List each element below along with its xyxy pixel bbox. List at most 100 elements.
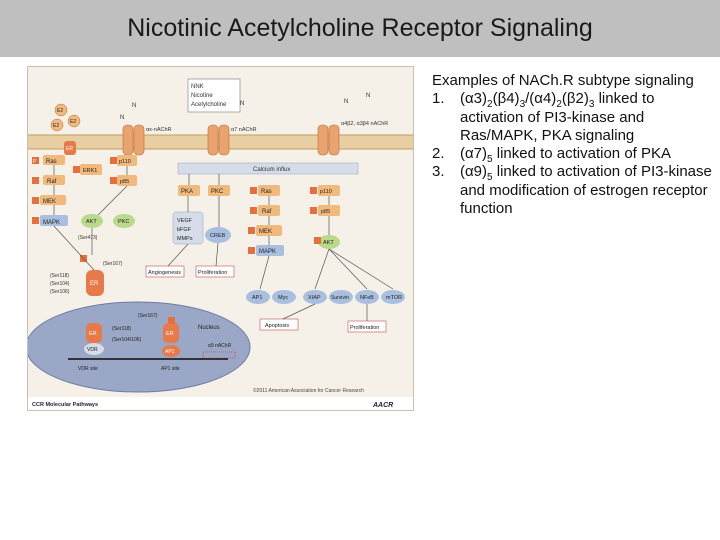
ligand-box (187, 78, 241, 113)
svg-text:AP1: AP1 (165, 349, 175, 355)
node-akt-mid (81, 214, 103, 228)
svg-text:p85: p85 (321, 209, 330, 215)
er-cytoplasm (86, 270, 104, 296)
ligand-nnk: NNK (191, 84, 204, 90)
svg-text:Survivin: Survivin (331, 295, 349, 301)
svg-text:p110: p110 (119, 159, 131, 165)
receptor-a7: α7 nAChR (207, 124, 257, 156)
svg-text:PKC: PKC (211, 189, 224, 195)
ligand-acetylcholine: Acetylcholine (191, 102, 227, 108)
svg-text:MEK: MEK (259, 229, 272, 235)
target-myc (272, 290, 296, 304)
receptor-a4b2: α4β2, α3β4 nAChR (317, 121, 388, 156)
svg-text:ER: ER (89, 331, 97, 337)
ligand-nicotine: Nicotine (191, 93, 213, 99)
receptor-a4b2-label: α4β2, α3β4 nAChR (341, 121, 388, 127)
target-nfkb (355, 290, 379, 304)
svg-text:PKC: PKC (118, 219, 129, 225)
ligand-n-4: N (344, 99, 348, 105)
node-p85-right (318, 205, 340, 216)
subscript: 3 (519, 99, 526, 111)
node-pkc-mid (113, 214, 135, 228)
list-item: 1.(α3)2(β4)3/(α4)2(β2)3 linked to activa… (432, 90, 655, 144)
svg-text:p85: p85 (120, 179, 129, 185)
list-item: 2.(α7)5 linked to activation of PKA (432, 145, 672, 166)
subscript: 3 (588, 99, 595, 111)
svg-text:AP1: AP1 (252, 295, 262, 301)
phospho-markers (32, 157, 321, 324)
svg-text:PKA: PKA (181, 189, 193, 195)
svg-text:bFGF: bFGF (177, 227, 192, 233)
svg-text:(Ser106): (Ser106) (50, 289, 70, 295)
node-mek-right (256, 225, 282, 236)
svg-text:VDR site: VDR site (78, 366, 98, 372)
node-raf-left (43, 175, 65, 185)
figure-copyright: ©2011 American Association for Cancer Re… (253, 387, 364, 394)
target-mtor (381, 290, 405, 304)
svg-text:MEK: MEK (43, 199, 56, 205)
svg-text:p110: p110 (320, 189, 332, 195)
svg-text:P: P (33, 159, 37, 165)
node-akt-right (318, 235, 340, 249)
receptor-ax-label: αx-nAChR (146, 127, 172, 133)
er-membrane (64, 141, 76, 155)
svg-text:Raf: Raf (262, 209, 272, 215)
targets-row: AP1 Myc XIAP Survivin NFκB mTOR (246, 290, 405, 304)
node-pkc (208, 185, 230, 196)
footer-right-logo: AACR (372, 402, 393, 409)
svg-text:Proliferation: Proliferation (198, 270, 227, 276)
svg-text:XIAP: XIAP (308, 295, 321, 301)
svg-text:(Ser473): (Ser473) (78, 235, 98, 241)
proliferation-box (195, 265, 235, 278)
svg-text:NFκB: NFκB (360, 295, 374, 301)
e2-node-2 (67, 114, 81, 128)
figure-footer (28, 397, 413, 410)
svg-text:(Ser118): (Ser118) (112, 326, 131, 332)
ap1-node (162, 345, 180, 357)
pathway-figure: NNK Nicotine Acetylcholine αx-nAChR α7 n… (27, 66, 414, 411)
angiogenesis-box (145, 265, 185, 278)
node-p85-mid (117, 175, 137, 186)
svg-text:MMPs: MMPs (177, 236, 193, 242)
a9-gene-mark (202, 351, 236, 359)
svg-text:ER: ER (90, 281, 99, 287)
subscript: 2 (556, 99, 562, 111)
middle-pathway: p110 p85 AKT PKC PKA PKC (81, 155, 230, 228)
svg-text:mTOR: mTOR (386, 295, 402, 301)
receptor-a7-label: α7 nAChR (231, 127, 257, 133)
svg-text:(Ser104): (Ser104) (50, 281, 70, 287)
subtype-list: 1.(α3)2(β4)3/(α4)2(β2)3 linked to activa… (432, 90, 718, 218)
svg-text:VEGF: VEGF (177, 218, 193, 224)
svg-text:(Ser104/106): (Ser104/106) (112, 337, 142, 343)
svg-text:VDR: VDR (87, 347, 98, 353)
node-mek-left (40, 195, 66, 205)
nucleus (28, 301, 251, 393)
svg-text:Ras: Ras (46, 159, 57, 165)
node-ras-right (258, 185, 280, 196)
svg-text:Proliferation: Proliferation (350, 325, 379, 331)
svg-text:Angiogenesis: Angiogenesis (148, 270, 181, 276)
svg-text:MAPK: MAPK (259, 249, 276, 255)
calcium-influx-label: Calcium influx (253, 167, 290, 173)
svg-text:E2: E2 (57, 108, 63, 114)
node-creb (205, 227, 231, 243)
svg-text:(Ser167): (Ser167) (138, 313, 158, 319)
target-survivin (329, 290, 353, 304)
ligand-n-1: N (132, 103, 136, 109)
svg-text:E2: E2 (70, 119, 76, 125)
vdr-node (84, 343, 104, 355)
svg-text:(Ser118): (Ser118) (50, 273, 69, 279)
svg-text:Raf: Raf (47, 179, 57, 185)
svg-text:Nucleus: Nucleus (198, 325, 220, 331)
e2-node-1 (54, 103, 68, 117)
svg-text:AKT: AKT (323, 240, 334, 246)
list-item-number: 3. (432, 163, 445, 181)
er-nucleus-1 (86, 323, 102, 343)
title-bar (0, 0, 720, 57)
svg-text:Ras: Ras (261, 189, 272, 195)
subscript: 5 (487, 154, 493, 166)
svg-text:E2: E2 (53, 123, 59, 129)
slide-title: Nicotinic Acetylcholine Receptor Signali… (127, 14, 593, 42)
list-item-number: 2. (432, 145, 445, 163)
e2-node-3 (50, 118, 64, 132)
